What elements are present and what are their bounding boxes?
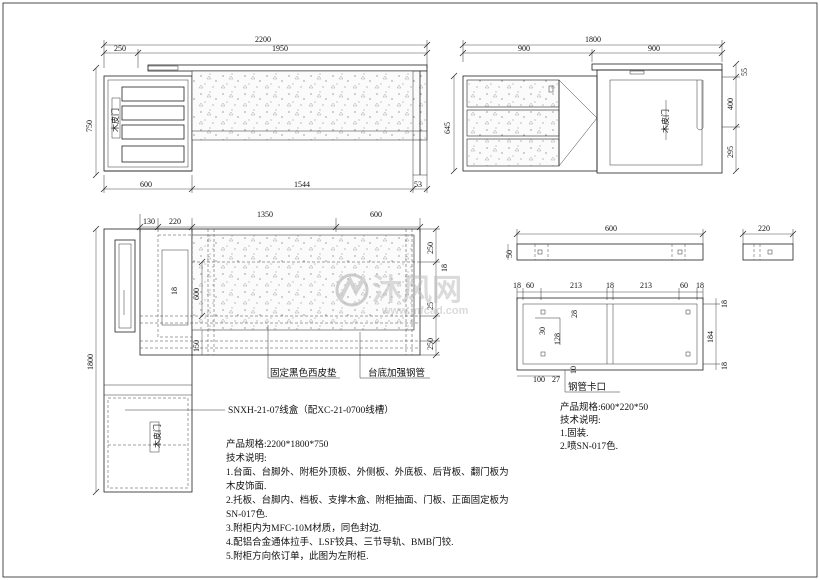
front-dim-bottom-left: 600 xyxy=(140,180,152,189)
tray-dim-213a: 213 xyxy=(570,281,582,290)
front-dim-left: 250 xyxy=(114,44,126,53)
plan-box-label: SNXH-21-07线盒（配XC-21-0700线槽） xyxy=(228,404,394,416)
side-dim-left: 900 xyxy=(518,44,530,53)
front-drawer-label: 木皮门 xyxy=(110,108,120,132)
plan-dim-150: 150 xyxy=(192,340,201,352)
main-notes-line3: 3.附柜内为MFC-10M材质，同色封边. xyxy=(226,522,381,534)
plan-dim-top-c: 1350 xyxy=(257,210,273,219)
main-notes-line2: 2.托板、台脚内、档板、支撑木盒、附柜抽面、门板、正面固定板为 xyxy=(226,494,509,506)
plan-dim-600: 600 xyxy=(192,288,201,300)
tray-notes-line2: 2.喷SN-017色. xyxy=(560,440,618,452)
tray-notes-spec: 产品规格:600*220*50 xyxy=(560,401,648,413)
tray-notes-line1: 1.固装. xyxy=(560,427,589,439)
tray-dim-60b: 60 xyxy=(680,281,688,290)
front-dim-height: 750 xyxy=(85,120,94,132)
front-view: 2200 250 1950 木皮门 750 xyxy=(85,35,431,193)
plan-dim-top-a: 130 xyxy=(143,217,155,226)
main-notes-line2b: SN-017色. xyxy=(226,508,267,520)
tray-dim-10: 10 xyxy=(569,366,578,374)
main-notes-heading: 技术说明: xyxy=(226,452,267,464)
front-dim-mid: 1950 xyxy=(272,44,288,53)
plan-dim-top-b: 220 xyxy=(169,217,181,226)
tray-dim-213b: 213 xyxy=(640,281,652,290)
side-dim-r3: 295 xyxy=(726,146,735,158)
tray-dim-100: 100 xyxy=(533,375,545,384)
plan-dim-r1: 250 xyxy=(426,242,435,254)
side-dim-height: 645 xyxy=(443,122,452,134)
main-notes-line4: 4.配铝合金通体拉手、LSF铰具、三节导轨、BMB门铰. xyxy=(226,536,454,548)
plan-dim-r3: 25 xyxy=(426,302,435,310)
tray-views: 600 50 220 18 60 213 18 213 xyxy=(505,224,797,393)
plan-cabinet-label: 木皮门 xyxy=(152,424,162,448)
tray-dim-width: 600 xyxy=(605,224,617,233)
tray-dim-depth: 220 xyxy=(758,224,770,233)
plan-dim-top-d: 600 xyxy=(370,210,382,219)
tray-dim-28: 28 xyxy=(570,310,579,318)
watermark-logo: 沐风网 www.mfcad.com xyxy=(335,273,469,317)
tray-dim-30: 30 xyxy=(538,327,547,335)
side-dim-right: 900 xyxy=(648,44,660,53)
tray-dim-128: 128 xyxy=(553,333,562,345)
tray-callout: 钢管卡口 xyxy=(568,381,606,393)
plan-dim-r4: 250 xyxy=(426,338,435,350)
plan-callout-pad: 固定黑色西皮垫 xyxy=(270,367,337,379)
watermark-brand: 沐风网 xyxy=(372,274,462,307)
side-view: 1800 900 900 木皮门 645 xyxy=(443,35,749,175)
tray-dim-18a: 18 xyxy=(513,281,521,290)
front-dim-total: 2200 xyxy=(255,35,271,44)
tray-dim-27: 27 xyxy=(552,375,560,384)
tray-dim-60a: 60 xyxy=(526,281,534,290)
front-dim-bottom-right: 53 xyxy=(414,180,422,189)
main-notes-spec: 产品规格:2200*1800*750 xyxy=(226,438,329,450)
main-notes-line1: 1.台面、台脚外、附柜外顶板、外侧板、外底板、后背板、翻门板为 xyxy=(226,466,509,478)
tray-notes: 产品规格:600*220*50 技术说明: 1.固装. 2.喷SN-017色. xyxy=(560,401,648,452)
side-dim-r2: 400 xyxy=(726,98,735,110)
watermark-url: www.mfcad.com xyxy=(381,305,469,317)
main-notes-line5: 5.附柜方向依订单，此图为左附柜. xyxy=(226,550,369,562)
tray-notes-heading: 技术说明: xyxy=(560,414,601,426)
main-notes-line1b: 木皮饰面. xyxy=(226,480,266,492)
plan-dim-r2: 18 xyxy=(440,264,449,272)
plan-dim-inner-18: 18 xyxy=(170,287,179,295)
tray-dim-r18a: 18 xyxy=(720,300,729,308)
tray-dim-50: 50 xyxy=(505,250,514,258)
tray-dim-r18b: 18 xyxy=(720,362,729,370)
tray-dim-18c: 18 xyxy=(696,281,704,290)
plan-callout-pipe: 台底加强钢管 xyxy=(368,367,425,379)
plan-dim-depth: 1800 xyxy=(86,354,95,370)
plan-view: 130 220 1350 600 木皮门 600 150 xyxy=(86,210,449,496)
front-dim-bottom-mid: 1544 xyxy=(294,180,310,189)
side-dim-r1: 55 xyxy=(740,68,749,76)
tray-dim-r184: 184 xyxy=(706,331,715,343)
side-dim-total: 1800 xyxy=(585,35,601,44)
main-notes: 产品规格:2200*1800*750 技术说明: 1.台面、台脚外、附柜外顶板、… xyxy=(226,438,509,562)
tray-dim-18b: 18 xyxy=(606,281,614,290)
side-door-label: 木皮门 xyxy=(660,109,670,133)
